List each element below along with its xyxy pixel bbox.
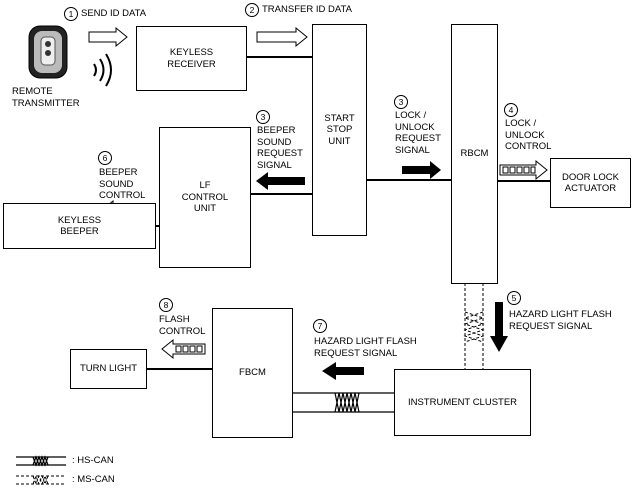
step-1-number: 1: [64, 7, 78, 21]
remote-transmitter-label: REMOTE TRANSMITTER: [12, 86, 80, 109]
lock-request-arrow: [402, 161, 441, 179]
start-stop-unit-box: START STOP UNIT: [312, 24, 367, 236]
send-id-arrow: [88, 26, 128, 48]
step-8-number: 8: [159, 298, 173, 312]
step-3a-number: 3: [256, 110, 270, 124]
step-3b-number: 3: [394, 95, 408, 109]
remote-transmitter-icon: [28, 25, 68, 79]
wiring-lines: [146, 56, 550, 370]
flash-control-arrow: [161, 338, 206, 360]
hs-can-bus: [292, 392, 395, 413]
step-2-label: TRANSFER ID DATA: [262, 4, 352, 15]
step-7-number: 7: [313, 319, 327, 333]
keyless-beeper-box: KEYLESS BEEPER: [3, 203, 156, 249]
step-5-number: 5: [507, 291, 521, 305]
legend-hs-can-symbol: [16, 455, 66, 467]
step-6-number: 6: [98, 151, 112, 165]
door-lock-actuator-box: DOOR LOCK ACTUATOR: [550, 158, 631, 208]
instrument-cluster-box: INSTRUMENT CLUSTER: [394, 369, 531, 436]
transfer-id-arrow: [256, 26, 308, 48]
beeper-request-arrow: [256, 172, 305, 190]
step-8-label: FLASH CONTROL: [159, 314, 206, 337]
step-3a-label: BEEPER SOUND REQUEST SIGNAL: [257, 125, 303, 171]
legend-ms-can-label: : MS-CAN: [72, 474, 115, 485]
step-4-label: LOCK / UNLOCK CONTROL: [505, 118, 552, 152]
fbcm-box: FBCM: [212, 308, 293, 438]
hazard-request-arrow-down: [490, 302, 508, 352]
keyless-receiver-box: KEYLESS RECEIVER: [136, 26, 247, 91]
step-4-number: 4: [504, 103, 518, 117]
rbcm-box: RBCM: [451, 24, 498, 284]
step-1-label: SEND ID DATA: [81, 8, 147, 19]
wireless-signal-icon: [93, 53, 112, 87]
hazard-request-arrow-left: [322, 362, 364, 380]
turn-light-box: TURN LIGHT: [70, 349, 147, 389]
step-5-label: HAZARD LIGHT FLASH REQUEST SIGNAL: [509, 309, 612, 332]
ms-can-bus: [463, 283, 485, 370]
step-3b-label: LOCK / UNLOCK REQUEST SIGNAL: [395, 110, 441, 156]
step-6-label: BEEPER SOUND CONTROL: [99, 167, 146, 201]
lf-control-unit-box: LF CONTROL UNIT: [159, 127, 251, 268]
lock-control-arrow: [499, 159, 548, 181]
step-2-number: 2: [245, 3, 259, 17]
legend-hs-can-label: : HS-CAN: [72, 455, 114, 466]
legend-ms-can-symbol: [16, 474, 66, 486]
step-7-label: HAZARD LIGHT FLASH REQUEST SIGNAL: [314, 336, 417, 359]
